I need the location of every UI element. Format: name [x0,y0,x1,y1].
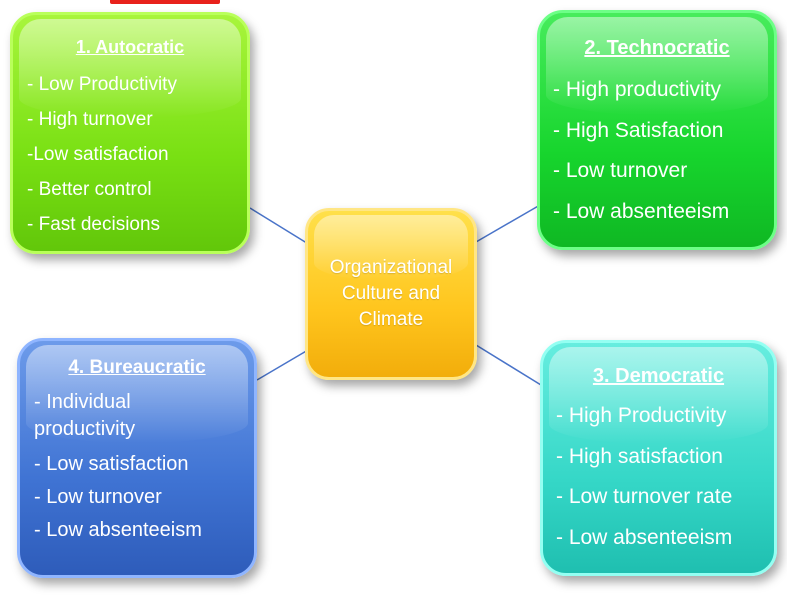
autocratic-title: 1. Autocratic [75,37,185,57]
autocratic-list: - Low Productivity - High turnover -Low … [27,67,247,242]
list-item: - Better control [27,179,152,200]
list-item: - Individual productivity [34,391,136,440]
bureaucratic-title: 4. Bureaucratic [68,357,206,378]
list-item: - High productivity [553,78,722,101]
center-box: Organizational Culture and Climate [305,208,477,380]
bureaucratic-box: 4. Bureaucratic - Individual productivit… [17,338,257,578]
list-item: - Low turnover [553,159,688,182]
list-item: - Low absenteeism [553,199,730,223]
list-item: - Low turnover [34,486,162,508]
list-item: - Low Productivity [27,74,177,95]
autocratic-box: 1. Autocratic - Low Productivity - High … [10,12,250,254]
list-item: - High satisfaction [556,444,723,468]
top-red-mark [110,0,220,4]
connector-bureaucratic [256,349,309,381]
list-item: - Low turnover rate [556,485,733,508]
democratic-title: 3. Democratic [592,365,725,387]
democratic-list: - High Productivity - High satisfaction … [556,396,774,558]
list-item: - Low absenteeism [556,525,733,549]
list-item: - High Productivity [556,404,727,427]
connector-autocratic [249,207,311,246]
list-item: -Low satisfaction [27,144,169,165]
bureaucratic-list: - Individual productivity - Low satisfac… [34,389,254,547]
technocratic-box: 2. Technocratic - High productivity - Hi… [537,10,777,250]
list-item: - High turnover [27,109,153,130]
technocratic-title: 2. Technocratic [584,37,730,59]
list-item: - High Satisfaction [553,118,724,142]
list-item: - Fast decisions [27,214,161,235]
list-item: - Low absenteeism [34,519,202,541]
connector-technocratic [475,204,541,243]
democratic-box: 3. Democratic - High Productivity - High… [540,340,777,576]
technocratic-list: - High productivity - High Satisfaction … [553,70,774,232]
list-item: - Low satisfaction [34,453,189,475]
connector-democratic [475,344,542,386]
center-label: Organizational Culture and Climate [329,257,453,330]
